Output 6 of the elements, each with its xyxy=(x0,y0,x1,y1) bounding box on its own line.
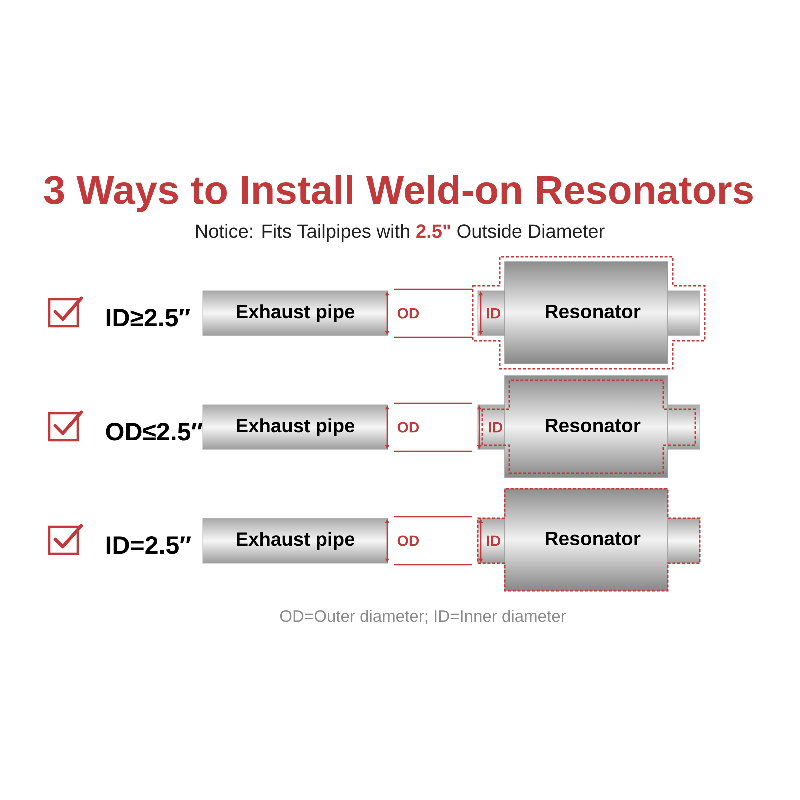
title: 3 Ways to Install Weld-on Resonators xyxy=(44,175,753,212)
subtitle: Notice: Fits Tailpipes with 2.5" Outside Diameter xyxy=(196,224,605,242)
pipe: Exhaust pipe xyxy=(202,404,388,450)
pipe: Exhaust pipe xyxy=(202,290,388,336)
pipe: Exhaust pipe xyxy=(202,518,388,564)
footnote: OD=Outer diameter; ID=Inner diameter xyxy=(280,610,566,624)
